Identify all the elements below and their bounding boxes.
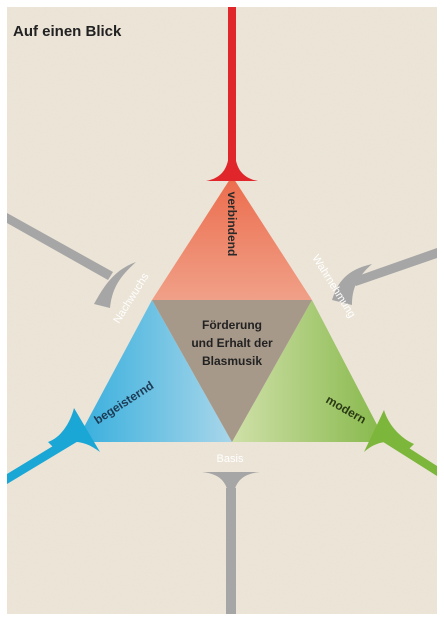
stem-right-green (364, 410, 437, 476)
segment-center-gray (152, 300, 312, 442)
stem-left-blue (7, 408, 100, 484)
segment-right-green (232, 300, 386, 442)
center-text-line-1: Förderung (202, 318, 262, 332)
stem-bottom-gray (202, 472, 260, 614)
label-basis: Basis (217, 453, 244, 465)
stem-right-gray (332, 248, 437, 305)
stem-left-gray (7, 213, 136, 308)
label-verbindend: verbindend (225, 192, 239, 257)
center-text-line-2: und Erhalt der (191, 336, 273, 350)
page-title: Auf einen Blick (13, 23, 122, 40)
stem-top-red (206, 7, 258, 181)
segment-top-red (152, 176, 312, 300)
center-text-line-3: Blasmusik (202, 354, 262, 368)
segment-left-blue (76, 300, 232, 442)
